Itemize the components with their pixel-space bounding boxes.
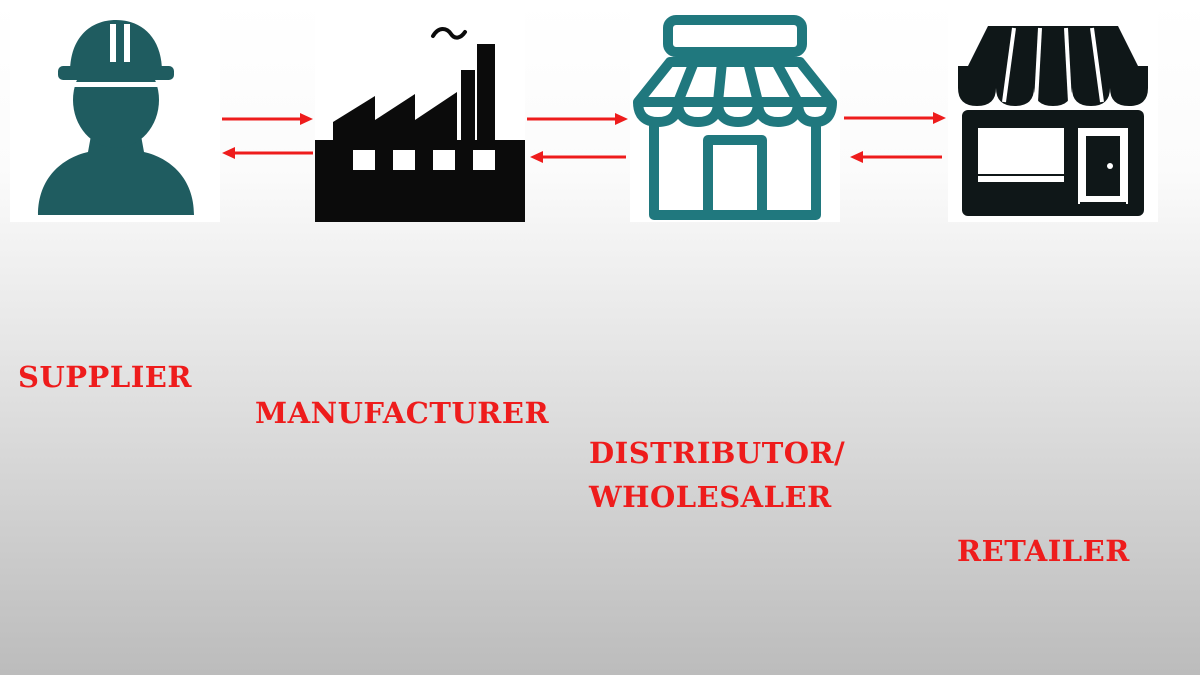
arrow-distributor-to-manufacturer <box>530 151 626 163</box>
factory-icon <box>315 27 525 222</box>
construction-worker-icon <box>38 20 194 215</box>
manufacturer-label: MANUFACTURER <box>255 396 550 430</box>
manufacturer-tile <box>315 10 525 222</box>
supplier-tile <box>10 10 220 222</box>
shop-with-awning-icon <box>958 26 1148 216</box>
retailer-tile <box>948 10 1158 222</box>
distributor-label-line: DISTRIBUTOR/ <box>589 436 846 470</box>
storefront-outline-icon <box>633 15 837 220</box>
supplier-label: SUPPLIER <box>18 360 193 394</box>
arrow-manufacturer-to-distributor <box>527 113 628 125</box>
arrow-supplier-to-manufacturer <box>222 113 313 125</box>
wholesaler-label-line: WHOLESALER <box>589 480 832 514</box>
distributor-wholesaler-label: DISTRIBUTOR/ WHOLESALER <box>589 431 845 519</box>
arrow-manufacturer-to-supplier <box>222 147 313 159</box>
arrow-distributor-to-retailer <box>844 112 946 124</box>
retailer-label: RETAILER <box>957 534 1130 568</box>
arrow-retailer-to-distributor <box>850 151 942 163</box>
distributor-tile <box>630 10 840 222</box>
